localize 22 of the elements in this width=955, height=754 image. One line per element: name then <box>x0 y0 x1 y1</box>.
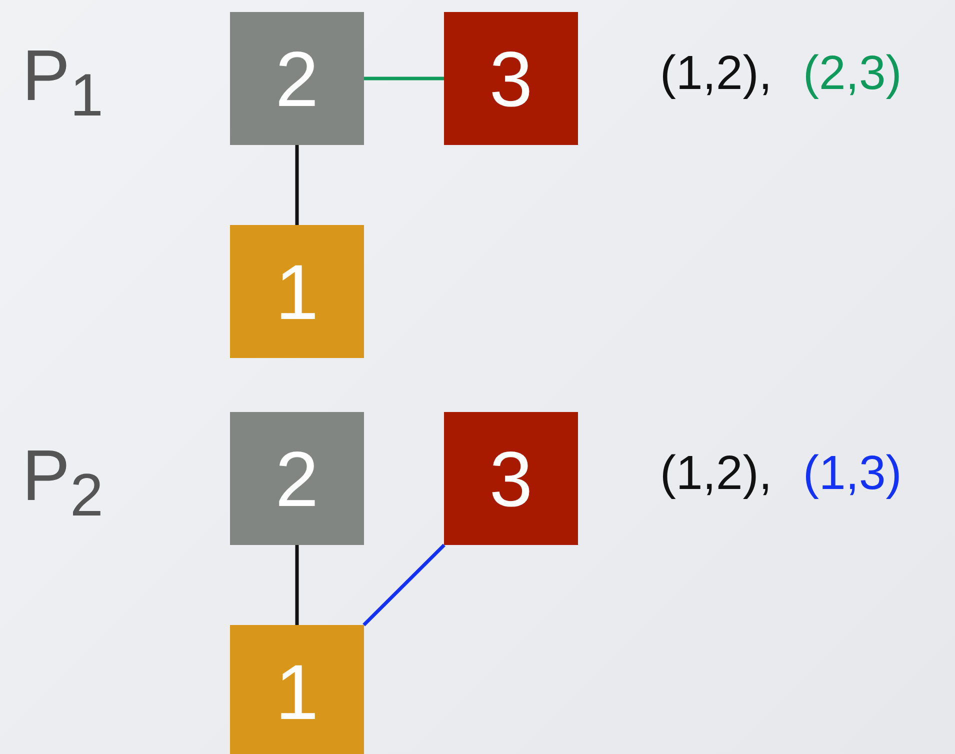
pair-list: (1,2), <box>660 450 772 498</box>
graph-label: P$_{2}$ <box>22 440 104 526</box>
connector-line <box>362 544 446 626</box>
pair-list: (1,3) <box>803 450 902 498</box>
square-node <box>230 625 364 754</box>
node-number: 2 <box>275 40 319 118</box>
connector-line <box>364 76 444 80</box>
square-node <box>230 225 364 358</box>
pair-list: (2,3) <box>803 50 902 98</box>
pair-list: (1,2), <box>660 50 772 98</box>
connector-line <box>295 145 299 225</box>
graph-label: P$_{1}$ <box>22 40 104 126</box>
node-number: 1 <box>275 652 319 730</box>
square-node <box>444 12 578 145</box>
square-node <box>230 412 364 545</box>
node-number: 3 <box>489 440 533 518</box>
square-node <box>230 12 364 145</box>
connector-line <box>295 545 299 625</box>
node-number: 2 <box>275 440 319 518</box>
square-node <box>444 412 578 545</box>
node-number: 1 <box>275 252 319 330</box>
node-number: 3 <box>489 40 533 118</box>
